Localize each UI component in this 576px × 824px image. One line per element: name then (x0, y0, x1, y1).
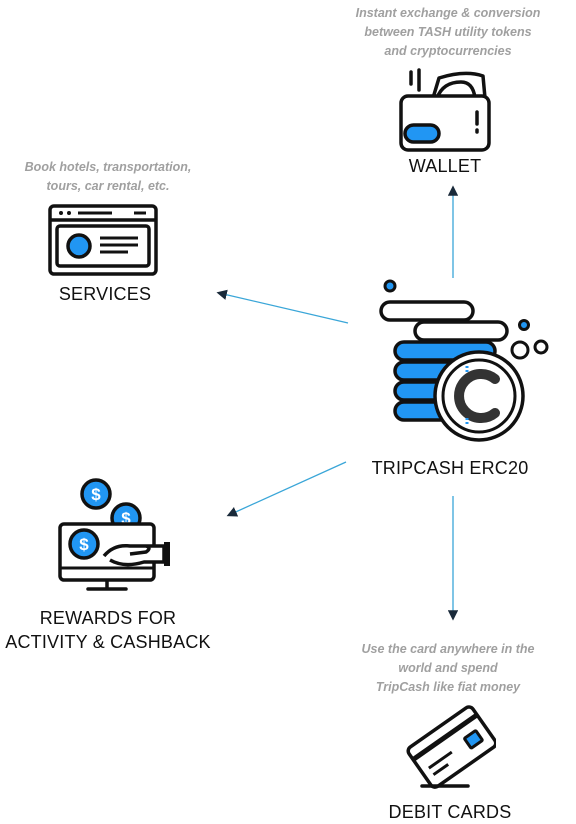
rewards-label-line: REWARDS FOR (39, 608, 177, 628)
arrow-to-services (216, 289, 349, 324)
wallet-description: Instant exchange & conversion between TA… (340, 4, 556, 61)
rewards-label-line: ACTIVITY & CASHBACK (5, 632, 211, 652)
debit-cards-description-line: TripCash like fiat money (375, 680, 521, 694)
arrow-to-rewards (226, 461, 347, 517)
debit-cards-description-line: world and spend (398, 661, 498, 675)
wallet-description-line: and cryptocurrencies (384, 44, 512, 58)
monitor-dollar-hand-icon: $ $ $ (58, 478, 170, 591)
tripcash-erc20-label: TRIPCASH ERC20 (371, 458, 529, 478)
wallet-label: WALLET (408, 156, 482, 176)
rewards-label: REWARDS FOR ACTIVITY & CASHBACK (0, 606, 216, 654)
debit-cards-description-line: Use the card anywhere in the (361, 642, 535, 656)
credit-card-icon (406, 705, 496, 789)
wallet-icon (399, 68, 491, 152)
wallet-description-line: between TASH utility tokens (364, 25, 532, 39)
svg-text:$: $ (91, 485, 101, 504)
debit-cards-description: Use the card anywhere in the world and s… (346, 640, 550, 697)
wallet-description-line: Instant exchange & conversion (355, 6, 541, 20)
svg-text:$: $ (79, 535, 89, 554)
services-description-line: Book hotels, transportation, (24, 160, 192, 174)
dollar-coin-icon: $ (80, 478, 112, 510)
services-description: Book hotels, transportation, tours, car … (10, 158, 206, 196)
debit-cards-label: DEBIT CARDS (388, 802, 512, 822)
browser-window-icon (48, 204, 158, 276)
services-label: SERVICES (58, 284, 152, 304)
dollar-coin-icon: $ (68, 528, 100, 560)
services-description-line: tours, car rental, etc. (46, 179, 170, 193)
svg-text:$: $ (121, 509, 131, 528)
coin-stack-icon (379, 279, 549, 442)
